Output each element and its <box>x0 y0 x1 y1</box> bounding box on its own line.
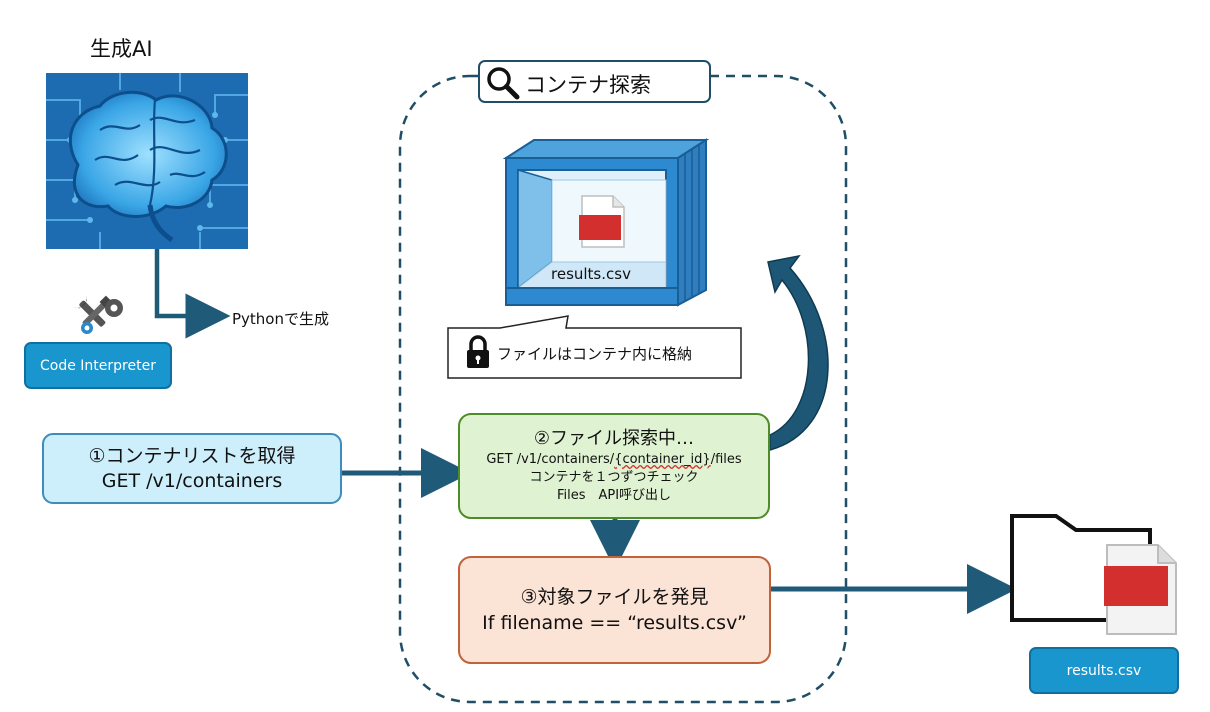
python-generate-label: Pythonで生成 <box>232 310 329 328</box>
result-file-tag: results.csv <box>1029 647 1179 694</box>
step2-endpoint-prefix: GET /v1/containers/ <box>486 452 615 467</box>
step2-endpoint-suffix: /files <box>710 452 742 467</box>
container-search-title: コンテナ探索 <box>525 73 651 97</box>
step2-title: ②ファイル探索中… <box>533 428 695 449</box>
tools-icon <box>73 294 123 334</box>
storage-callout-balloon <box>447 315 742 379</box>
generative-ai-title: 生成AI <box>90 37 153 61</box>
step2-check-each: コンテナを１つずつチェック <box>529 470 699 485</box>
lock-icon <box>467 335 489 368</box>
code-interpreter-label: Code Interpreter <box>40 357 156 374</box>
step2-file-search: ②ファイル探索中… GET /v1/containers/{container_… <box>458 413 770 519</box>
container-file-icon <box>579 195 625 248</box>
container-file-label: results.csv <box>551 265 631 283</box>
result-file-icon <box>1104 544 1177 635</box>
step1-endpoint: GET /v1/containers <box>101 469 283 492</box>
python-generate-arrow <box>154 249 231 339</box>
step2-files-api: Files API呼び出し <box>556 488 672 503</box>
code-interpreter-tag: Code Interpreter <box>24 342 172 389</box>
curved-return-arrow <box>767 254 829 451</box>
step2-endpoint: GET /v1/containers/{container_id}/files <box>486 451 741 469</box>
magnifier-icon <box>487 67 520 100</box>
container-search-title-box: コンテナ探索 <box>478 60 711 103</box>
step3-file-found: ③対象ファイルを発見 If filename == “results.csv” <box>458 556 771 664</box>
step3-title: ③対象ファイルを発見 <box>520 586 709 608</box>
step1-title: ①コンテナリストを取得 <box>88 444 296 467</box>
step1-get-container-list: ①コンテナリストを取得 GET /v1/containers <box>42 433 342 504</box>
step2-endpoint-param: {container_id} <box>614 452 711 467</box>
ai-brain-image <box>46 73 248 249</box>
step3-condition: If filename == “results.csv” <box>482 612 747 634</box>
result-file-label: results.csv <box>1066 662 1142 679</box>
storage-callout-text: ファイルはコンテナ内に格納 <box>497 345 693 363</box>
shipping-container-image <box>502 138 710 307</box>
